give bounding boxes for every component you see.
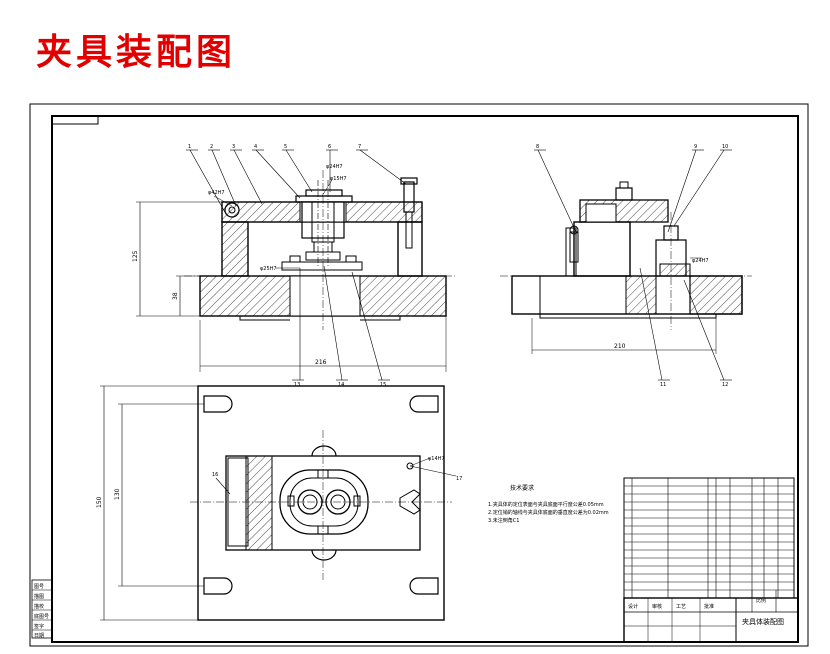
left-revision-strip: 图号 描图 描校 底图号 签字 日期: [31, 579, 53, 639]
title-scale-label: 比例: [756, 597, 766, 604]
diameter-front-base: φ25H7: [260, 266, 277, 272]
side-view: [500, 149, 752, 381]
left-strip-cell: 图号: [34, 584, 44, 590]
diameter-side-pin: φ24H7: [692, 258, 709, 264]
page-title: 夹具装配图: [36, 31, 237, 73]
balloon-label: 14: [338, 382, 344, 388]
left-strip-cell: 日期: [34, 633, 44, 639]
balloon-label: 15: [380, 382, 386, 388]
dim-plan-height-outer: 150: [96, 496, 103, 508]
dim-side-width: 210: [614, 343, 626, 350]
diameter-front-pin: φ24H7: [326, 164, 343, 170]
balloon-label: 11: [660, 382, 666, 388]
balloon-label: 6: [328, 144, 331, 150]
plan-view: [100, 385, 457, 621]
balloon-label: 3: [232, 144, 235, 150]
title-block-labels: 夹具体装配图 设计 审核 工艺 批准 比例: [628, 597, 784, 626]
balloon-label: 7: [358, 144, 361, 150]
title-block: [623, 590, 799, 643]
balloon-label: 5: [284, 144, 287, 150]
sheet-outer-border: [29, 103, 809, 647]
parts-list: [623, 477, 795, 599]
front-view: [136, 149, 456, 381]
notes-line: 3.未注倒角C1: [488, 517, 519, 524]
title-design-label: 设计: [628, 603, 638, 610]
balloon-label: 10: [722, 144, 728, 150]
balloon-label: 2: [210, 144, 213, 150]
left-strip-cell: 描校: [34, 603, 44, 610]
left-strip-cell: 描图: [34, 593, 44, 600]
dim-front-width: 216: [315, 359, 327, 366]
plan-view-labels: 150 130 φ14H7 16 17: [96, 456, 462, 508]
dim-front-base-height: 38: [172, 292, 179, 300]
balloon-label: 1: [188, 144, 191, 150]
balloon-label: 17: [456, 476, 462, 482]
balloon-label: 13: [294, 382, 300, 388]
sheet-inner-border: [51, 115, 799, 643]
notes-line: 2.定位销的轴线与夹具体底面的垂直度公差为0.02mm: [488, 509, 609, 516]
balloon-label: 12: [722, 382, 728, 388]
sheet-code-box: [51, 115, 99, 125]
technical-notes: 技术要求 1.夹具体的定位表面与夹具底面平行度公差0.05mm 2.定位销的轴线…: [488, 484, 609, 524]
balloon-label: 16: [212, 472, 218, 478]
notes-line: 1.夹具体的定位表面与夹具底面平行度公差0.05mm: [488, 501, 604, 508]
title-process-label: 工艺: [676, 604, 686, 610]
diameter-plan-pin: φ14H7: [428, 456, 445, 462]
side-view-labels: 210 φ24H7 8 9 10 11 12: [536, 144, 728, 388]
notes-heading: 技术要求: [510, 484, 534, 492]
diameter-front-locating: φ42H7: [208, 190, 225, 196]
front-view-labels: 125 38 216 φ42H7 φ24H7 φ15H7 φ25H7 1 2 3…: [132, 144, 386, 388]
title-approve-label: 批准: [704, 603, 714, 610]
balloon-label: 4: [254, 144, 257, 150]
title-check-label: 审核: [652, 603, 662, 610]
balloon-label: 8: [536, 144, 539, 150]
left-strip-cell: 底图号: [34, 613, 49, 620]
dim-front-height: 125: [132, 250, 139, 262]
drawing-name: 夹具体装配图: [742, 617, 784, 626]
balloon-label: 9: [694, 144, 697, 150]
diameter-front-bush: φ15H7: [330, 176, 347, 182]
left-strip-cell: 签字: [34, 623, 44, 630]
dim-plan-height-inner: 130: [114, 488, 121, 500]
